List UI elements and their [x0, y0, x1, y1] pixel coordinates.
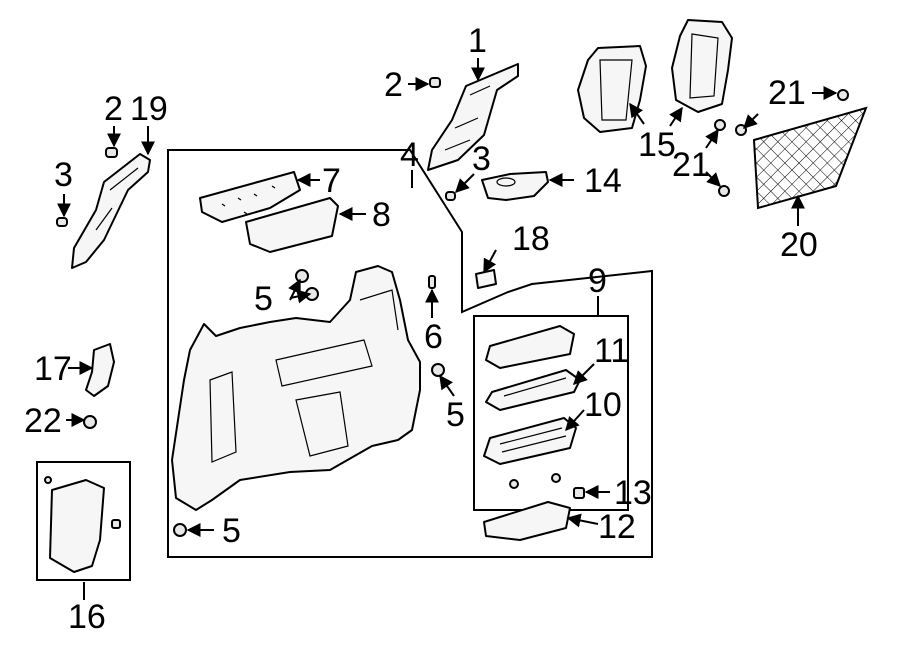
callout-21: 21 — [768, 74, 806, 112]
callout-18: 18 — [512, 220, 550, 258]
callout-20: 20 — [780, 226, 818, 264]
callout-10: 10 — [584, 386, 622, 424]
callout-11: 11 — [594, 332, 629, 370]
part-15-panel-rear — [671, 19, 733, 113]
callout-1: 1 — [468, 22, 487, 60]
part-11-tray — [485, 369, 581, 411]
callout-19: 19 — [130, 90, 168, 128]
callout-6: 6 — [424, 318, 443, 356]
callout-5: 5 — [254, 280, 273, 318]
assembly-frame-16 — [36, 461, 131, 581]
part-20-cargo-net — [752, 106, 868, 210]
clip-10b — [551, 473, 561, 483]
part-7-panel — [199, 171, 301, 223]
part-17-cover — [85, 343, 115, 397]
clip-6 — [428, 275, 436, 289]
clip-21-a — [837, 89, 849, 101]
clip-22 — [83, 415, 97, 429]
callout-5: 5 — [222, 512, 241, 550]
screw-5-d — [173, 523, 187, 537]
callout-7: 7 — [322, 162, 341, 200]
clip-3-left — [56, 217, 68, 227]
callout-22: 22 — [24, 402, 62, 440]
clip-21-d — [718, 185, 730, 197]
callout-5: 5 — [446, 396, 465, 434]
part-9-lid — [485, 325, 575, 369]
callout-2: 2 — [384, 66, 403, 104]
part-15-panel-front — [577, 45, 647, 133]
part-14-trim — [481, 171, 549, 201]
callout-9: 9 — [588, 262, 607, 300]
clip-21-c — [714, 119, 726, 131]
clip-13 — [573, 487, 585, 499]
part-8-panel — [245, 197, 339, 253]
part-18-bracket — [475, 269, 497, 289]
callout-2: 2 — [104, 90, 123, 128]
assembly-frame-4 — [167, 149, 653, 558]
clip-3-mid — [445, 191, 456, 201]
part-19-pillar-trim — [71, 153, 151, 269]
leader-lines — [57, 58, 838, 600]
callout-21: 21 — [672, 146, 710, 184]
callout-13: 13 — [614, 474, 652, 512]
callout-16: 16 — [68, 598, 106, 636]
callout-15: 15 — [638, 126, 676, 164]
clip-2-left — [105, 147, 118, 158]
callout-14: 14 — [584, 162, 622, 200]
callout-4: 4 — [400, 136, 419, 174]
callout-3: 3 — [54, 156, 73, 194]
part-4-quarter-trim — [171, 265, 421, 511]
callout-8: 8 — [372, 196, 391, 234]
callout-12: 12 — [598, 508, 636, 546]
part-1-pillar-trim — [427, 63, 519, 171]
part-16-panel — [44, 476, 121, 573]
part-10-bin — [483, 417, 577, 465]
callout-17: 17 — [34, 350, 72, 388]
clip-2-top — [429, 77, 441, 88]
part-12-cover — [483, 501, 571, 541]
callout-3: 3 — [472, 140, 491, 178]
screw-5-a — [295, 269, 309, 283]
clip-10a — [509, 479, 519, 489]
screw-5-c — [431, 363, 445, 377]
